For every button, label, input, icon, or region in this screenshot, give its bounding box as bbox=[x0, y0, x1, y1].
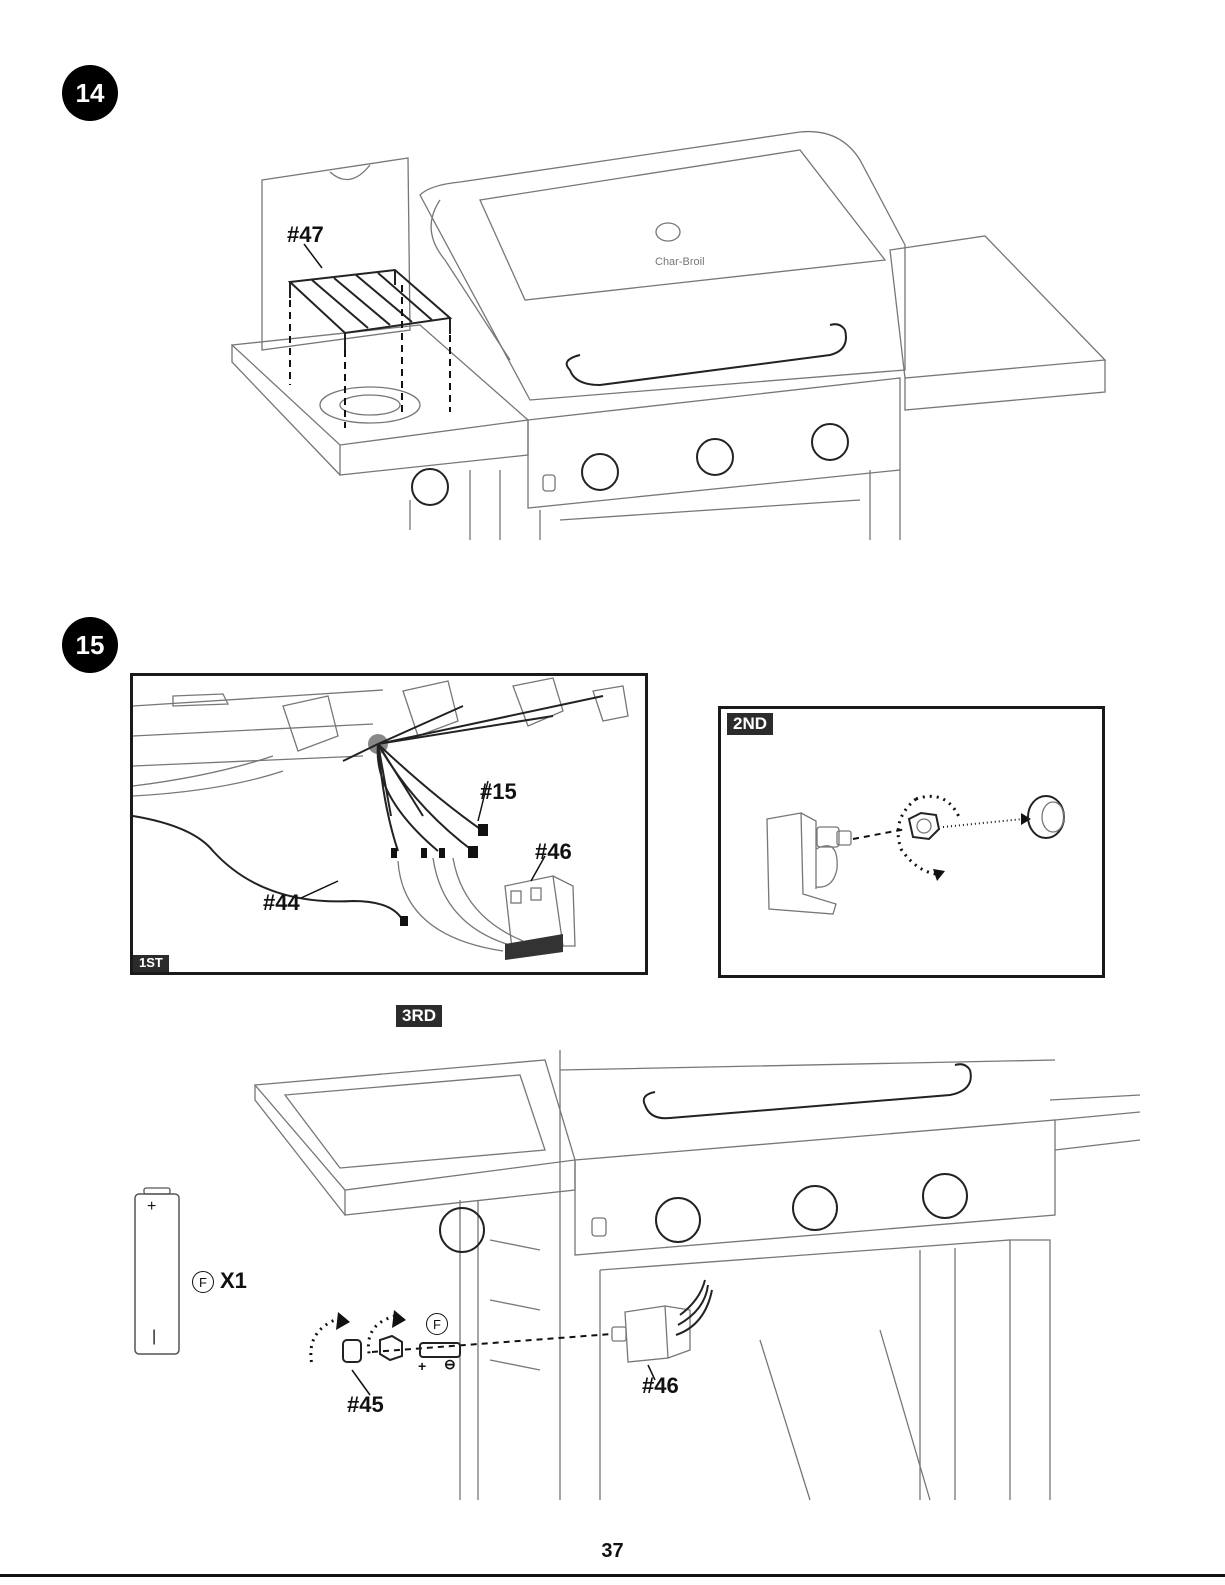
cap-45-label: #45 bbox=[347, 1392, 384, 1418]
step-15-badge: 15 bbox=[62, 617, 118, 673]
inline-battery-letter: F bbox=[433, 1317, 441, 1332]
module-46-label: #46 bbox=[535, 839, 572, 865]
page-number: 37 bbox=[0, 1540, 1225, 1563]
polarity-plus-label: + bbox=[418, 1358, 426, 1374]
battery-minus-label: | bbox=[152, 1328, 156, 1346]
panel-1st: #44 #15 #46 1ST bbox=[130, 673, 648, 975]
battery-install-grill-illustration bbox=[0, 1040, 1225, 1540]
inline-battery-letter-circle: F bbox=[426, 1313, 448, 1335]
connector-15-label: #15 bbox=[480, 779, 517, 805]
page-bottom-rule bbox=[0, 1574, 1225, 1577]
part-47-label: #47 bbox=[287, 222, 324, 248]
module-46-label-3rd: #46 bbox=[642, 1373, 679, 1399]
panel-2nd: 2ND bbox=[718, 706, 1105, 978]
polarity-minus-label: ⊖ bbox=[444, 1356, 456, 1373]
svg-text:Char-Broil: Char-Broil bbox=[655, 256, 705, 268]
battery-letter-circle: F bbox=[192, 1271, 214, 1293]
step-tag-3rd: 3RD bbox=[396, 1005, 442, 1027]
wire-44-label: #44 bbox=[263, 890, 300, 916]
nut-removal-illustration bbox=[721, 709, 1102, 975]
battery-plus-label: + bbox=[147, 1198, 156, 1216]
battery-qty-label: X1 bbox=[220, 1268, 247, 1294]
battery-letter: F bbox=[199, 1275, 207, 1290]
step-tag-1st: 1ST bbox=[133, 955, 169, 972]
ignition-wiring-illustration bbox=[133, 676, 645, 972]
battery-icon bbox=[132, 1188, 182, 1358]
step-14-grill-illustration: Char-Broil bbox=[0, 0, 1225, 560]
